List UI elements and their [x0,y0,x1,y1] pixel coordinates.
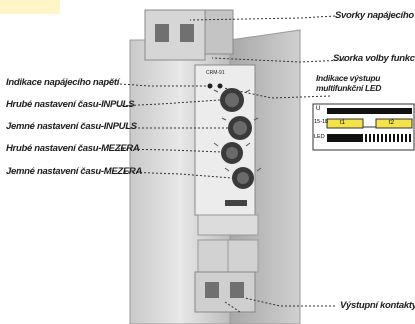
bottom-terminal-block [195,272,255,312]
chart-label-u: U [316,106,320,112]
label-multifunkcni-led: multifunkční LED [316,83,381,93]
knob-hrube-inpuls[interactable] [220,88,244,112]
terminal-screw-18 [230,282,244,298]
label-hrube-mezera: Hrubé nastavení času-MEZERA [6,143,139,154]
timing-chart [313,104,414,150]
label-jemne-inpuls: Jemné nastavení času-INPULS [6,121,137,132]
led-stripes [327,134,411,142]
led-vystup [218,84,223,89]
u-bar [327,108,412,114]
top-terminal-block [145,10,205,60]
chart-label-t2: t2 [389,120,394,126]
label-svorky-napajeci: Svorky napájecího napětí [335,10,415,21]
chart-label-led: LED [314,134,325,140]
chart-label-t1: t1 [340,120,345,126]
led-napajeni [208,84,213,89]
device-model: CRM-91 [206,70,225,76]
label-vystupni-kontakty: Výstupní kontakty [340,300,415,311]
knob-jemne-mezera[interactable] [232,167,254,189]
knob-jemne-inpuls[interactable] [228,116,252,140]
label-indikace-napajeci: Indikace napájecího napětí [6,77,119,88]
label-jemne-mezera: Jemné nastavení času-MEZERA [6,166,142,177]
terminal-screw-a1 [155,24,169,42]
label-indikace-vystupu: Indikace výstupu [316,73,380,83]
front-panel [195,65,255,215]
chart-label-15-18: 15-18 [314,119,328,125]
knob-hrube-mezera[interactable] [221,142,243,164]
terminal-screw-a2 [180,24,194,42]
terminal-screw-15 [205,282,219,298]
label-hrube-inpuls: Hrubé nastavení času-INPULS [6,99,134,110]
label-svorka-volby: Svorka volby funkce [333,53,415,64]
